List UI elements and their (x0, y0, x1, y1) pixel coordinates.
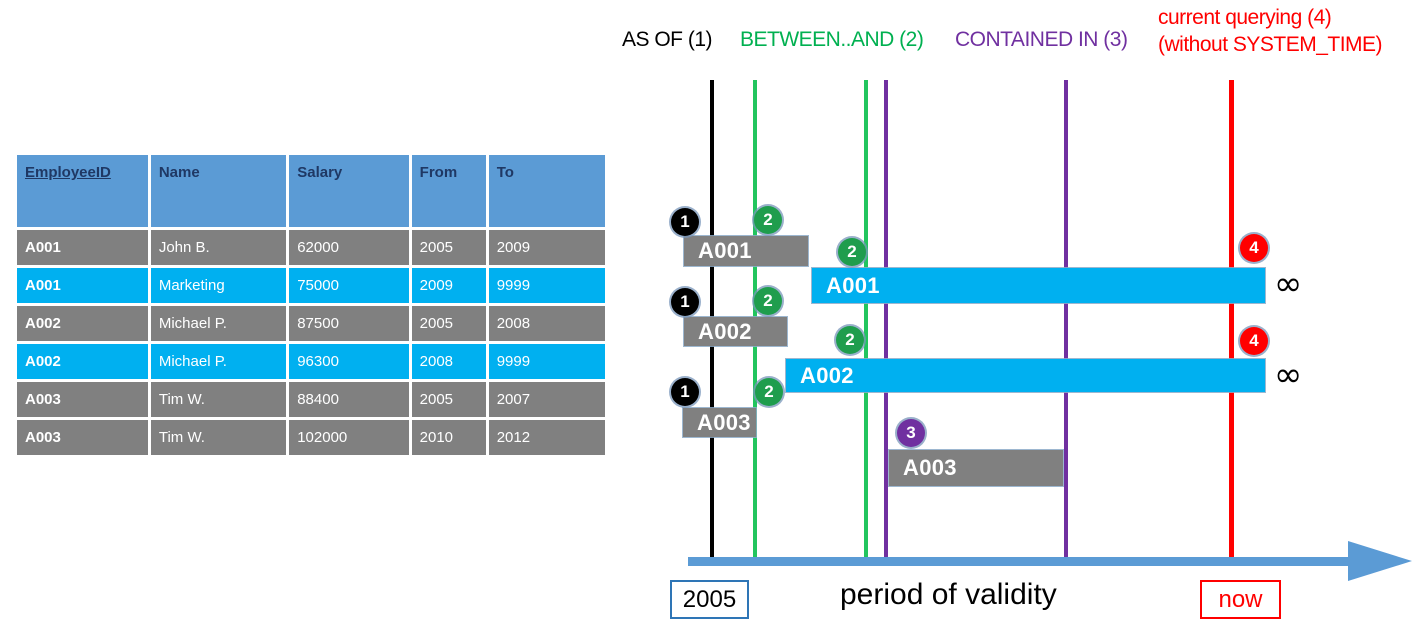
column-header-name: Name (150, 155, 287, 227)
cell-to: 9999 (488, 268, 605, 303)
marker-between-start-a003: 2 (755, 378, 783, 406)
marker-contained-in-a003: 3 (897, 419, 925, 447)
table-row: A001 Marketing 75000 2009 9999 (17, 268, 605, 303)
cell-name: Marketing (150, 268, 287, 303)
cell-salary: 87500 (289, 306, 409, 341)
timeline-bar-a003-historical-first: A003 (683, 408, 756, 437)
marker-between-start-a001: 2 (754, 206, 782, 234)
timeline-bar-label: A002 (698, 318, 752, 344)
timeline-bar-a001-current: A001 (812, 268, 1265, 303)
column-header-from: From (411, 155, 486, 227)
timeline-bar-label: A001 (826, 272, 880, 298)
cell-salary: 75000 (289, 268, 409, 303)
axis-title: period of validity (840, 578, 1057, 611)
axis-now-label: now (1200, 580, 1281, 619)
timeline-axis-arrow-icon (1348, 541, 1412, 581)
timeline-bar-a003-historical-second: A003 (889, 450, 1063, 486)
infinity-symbol-a001: ∞ (1274, 264, 1303, 304)
legend-current-querying: current querying (4) (without SYSTEM_TIM… (1158, 4, 1383, 58)
cell-to: 2007 (488, 382, 605, 417)
cell-from: 2005 (411, 382, 486, 417)
cell-name: Tim W. (150, 382, 287, 417)
cell-to: 2009 (488, 230, 605, 265)
legend-between-and: BETWEEN..AND (2) (740, 28, 924, 51)
cell-name: Michael P. (150, 306, 287, 341)
table-header: EmployeeID Name Salary From To (17, 155, 605, 227)
marker-as-of-a002: 1 (671, 288, 699, 316)
query-legend: AS OF (1) BETWEEN..AND (2) CONTAINED IN … (610, 0, 1428, 66)
marker-as-of-a001: 1 (671, 208, 699, 236)
query-line-contained-end (1064, 80, 1068, 565)
table-body: A001 John B. 62000 2005 2009 A001 Market… (17, 230, 605, 455)
cell-employeeid: A002 (17, 344, 148, 379)
cell-salary: 62000 (289, 230, 409, 265)
timeline-bar-label: A002 (800, 362, 854, 388)
column-header-to: To (488, 155, 605, 227)
marker-between-end-a002: 2 (836, 326, 864, 354)
table-row: A003 Tim W. 88400 2005 2007 (17, 382, 605, 417)
timeline-axis (688, 557, 1354, 566)
cell-salary: 102000 (289, 420, 409, 455)
timeline-bar-a002-current: A002 (786, 359, 1265, 392)
cell-employeeid: A003 (17, 420, 148, 455)
cell-from: 2005 (411, 306, 486, 341)
infinity-symbol-a002: ∞ (1274, 355, 1303, 395)
axis-start-label: 2005 (670, 580, 749, 619)
column-header-salary: Salary (289, 155, 409, 227)
cell-employeeid: A003 (17, 382, 148, 417)
cell-salary: 96300 (289, 344, 409, 379)
cell-employeeid: A002 (17, 306, 148, 341)
column-header-employeeid: EmployeeID (17, 155, 148, 227)
query-line-between-end (864, 80, 868, 565)
cell-to: 9999 (488, 344, 605, 379)
column-header-employeeid-label: EmployeeID (25, 164, 111, 181)
marker-current-a002: 4 (1240, 327, 1268, 355)
legend-contained-in: CONTAINED IN (3) (955, 28, 1128, 51)
cell-employeeid: A001 (17, 268, 148, 303)
marker-current-a001: 4 (1240, 234, 1268, 262)
timeline-bar-a001-historical: A001 (684, 236, 808, 266)
query-line-now (1229, 80, 1234, 565)
timeline-bar-label: A003 (697, 409, 751, 435)
cell-to: 2012 (488, 420, 605, 455)
legend-current-line2: (without SYSTEM_TIME) (1158, 33, 1383, 56)
table-row: A002 Michael P. 87500 2005 2008 (17, 306, 605, 341)
cell-from: 2009 (411, 268, 486, 303)
marker-as-of-a003: 1 (671, 378, 699, 406)
table-header-row: EmployeeID Name Salary From To (17, 155, 605, 227)
employee-temporal-table: EmployeeID Name Salary From To A001 John… (14, 152, 608, 458)
cell-from: 2010 (411, 420, 486, 455)
legend-current-line1: current querying (4) (1158, 6, 1332, 29)
legend-as-of: AS OF (1) (622, 28, 713, 51)
cell-name: Tim W. (150, 420, 287, 455)
table-row: A003 Tim W. 102000 2010 2012 (17, 420, 605, 455)
table-row: A001 John B. 62000 2005 2009 (17, 230, 605, 265)
timeline-bar-label: A001 (698, 238, 752, 263)
timeline-bar-a002-historical: A002 (684, 317, 787, 346)
table-row: A002 Michael P. 96300 2008 9999 (17, 344, 605, 379)
cell-to: 2008 (488, 306, 605, 341)
cell-salary: 88400 (289, 382, 409, 417)
marker-between-start-a002: 2 (754, 287, 782, 315)
timeline-bar-label: A003 (903, 455, 957, 480)
marker-between-end-a001: 2 (838, 238, 866, 266)
cell-name: John B. (150, 230, 287, 265)
cell-name: Michael P. (150, 344, 287, 379)
query-line-contained-start (884, 80, 888, 565)
cell-employeeid: A001 (17, 230, 148, 265)
cell-from: 2005 (411, 230, 486, 265)
cell-from: 2008 (411, 344, 486, 379)
